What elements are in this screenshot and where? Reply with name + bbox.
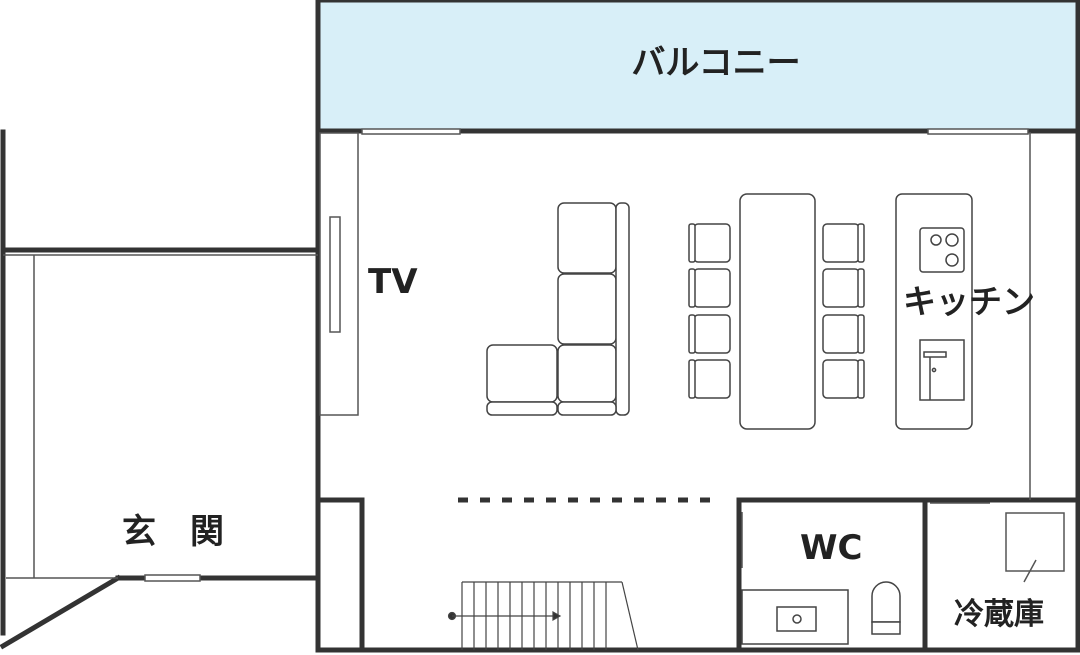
sink-icon [776,606,817,632]
tv-screen [329,216,341,333]
sink-icon [919,339,965,401]
fridge [1005,512,1065,572]
dining-set [688,193,865,430]
stairs-icon [447,581,639,651]
sofa-cushion [557,344,617,403]
sofa-cushion [486,344,558,403]
sofa-cushion [557,202,617,274]
window-left [361,128,461,135]
fridge-label: 冷蔵庫 [954,597,1044,632]
sofa-cushion [557,273,617,345]
sofa-arm [486,401,558,416]
chair [688,268,731,308]
chair [688,223,731,263]
sofa-back [615,202,630,416]
fridge-pointer [1023,559,1037,583]
wc-label: WC [800,528,862,568]
entrance-door-gap [144,574,201,582]
chair [688,359,731,399]
thin-lines [3,128,1065,583]
chair [822,223,865,263]
balcony: バルコニー [315,0,1080,134]
kitchen-counter [895,193,973,430]
sofa [486,202,630,416]
tv-label: TV [368,262,418,302]
stair-arrow-head [552,610,562,622]
entrance-label: 玄 関 [122,512,224,552]
chair [822,314,865,354]
stove-icon [919,227,965,273]
window-right [927,128,1029,135]
toilet-icon [871,581,901,635]
chair [688,314,731,354]
dining-table [739,193,816,430]
chair [822,268,865,308]
kitchen-label: キッチン [903,282,1035,321]
balcony-label: バルコニー [631,43,800,83]
sofa-arm [557,401,617,416]
tv-wall-panel [319,132,359,416]
chair [822,359,865,399]
wall-entrance-diagonal [0,574,122,650]
wc-fixtures [741,581,901,645]
